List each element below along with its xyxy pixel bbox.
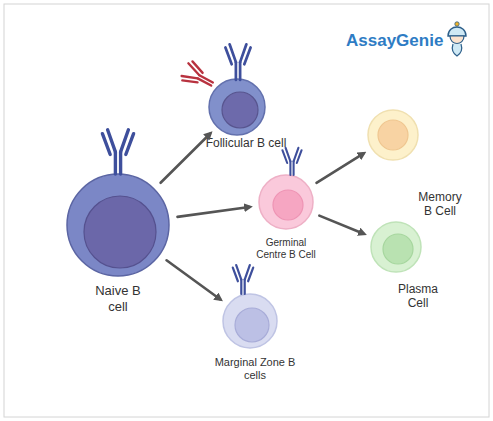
cell-membrane (371, 222, 421, 272)
arrow-connector (317, 154, 364, 183)
cell-outline (370, 221, 422, 273)
cell-membrane (67, 174, 169, 276)
cell-node: Memory B Cell (367, 109, 419, 161)
cell-outline (258, 174, 314, 230)
genie-logo (448, 22, 466, 56)
antibody-symbol (282, 148, 301, 175)
cell-node: Germinal Centre B Cell (258, 174, 314, 230)
antibody-symbol (225, 44, 250, 80)
cell-label: Germinal Centre B Cell (250, 237, 322, 261)
cell-membrane (368, 110, 418, 160)
antibody-symbol (102, 130, 133, 174)
cell-membrane (259, 175, 313, 229)
arrow-connector (177, 207, 249, 217)
cell-outline (66, 173, 170, 277)
cell-nucleus (383, 234, 413, 264)
arrow-connector (167, 260, 221, 299)
antigen-symbol (180, 60, 217, 93)
cell-nucleus (235, 308, 269, 342)
cell-nucleus (273, 190, 303, 220)
cell-label: Memory B Cell (414, 190, 466, 219)
antibody-symbol (233, 265, 253, 294)
cell-node: Plasma Cell (370, 221, 422, 273)
frame-border (4, 4, 489, 417)
cell-outline (367, 109, 419, 161)
cell-node: Follicular B cell (208, 78, 266, 136)
cell-node: Marginal Zone B cells (222, 293, 278, 349)
cell-outline (222, 293, 278, 349)
cell-label: Marginal Zone B cells (214, 356, 296, 382)
cell-membrane (223, 294, 277, 348)
cell-label: Plasma Cell (392, 282, 444, 311)
cell-membrane (209, 79, 265, 135)
cell-label: Naive B cell (90, 283, 146, 314)
cell-node: Naive B cell (66, 173, 170, 277)
brand-watermark: AssayGenie (346, 31, 443, 51)
cell-outline (208, 78, 266, 136)
cell-label: Follicular B cell (205, 136, 287, 150)
arrow-connector (161, 134, 210, 183)
cell-nucleus (378, 120, 408, 150)
arrow-connector (319, 216, 363, 234)
cell-nucleus (84, 196, 156, 268)
cell-nucleus (222, 92, 258, 128)
